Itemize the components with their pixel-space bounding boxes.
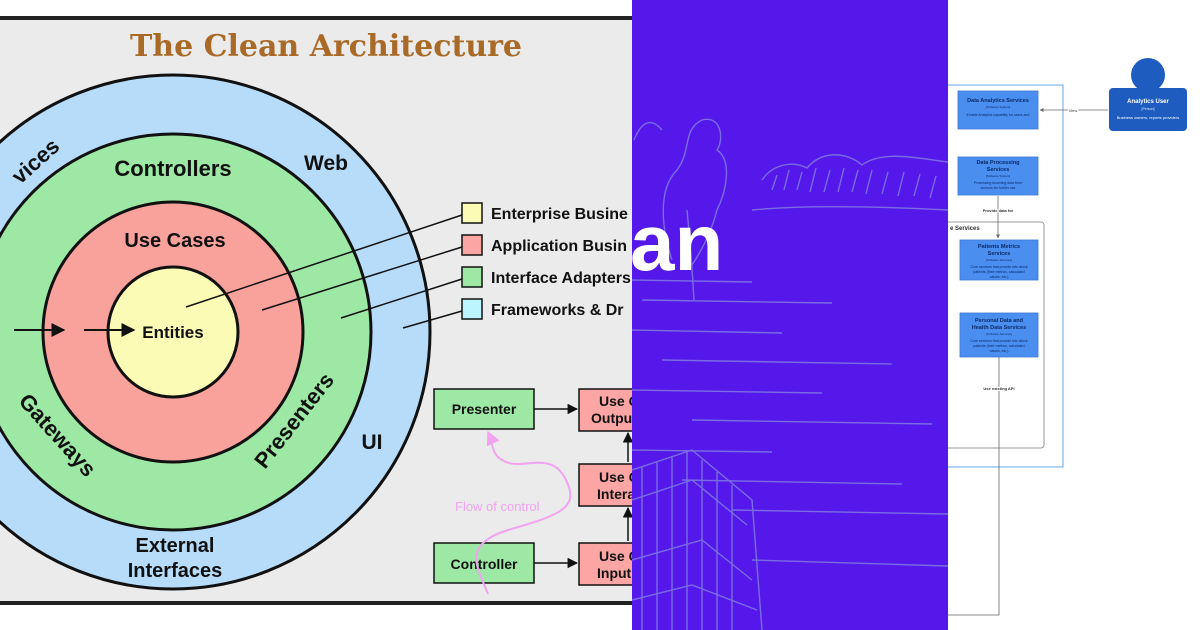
data-processing-title-1: Data Processing (976, 160, 1019, 166)
legend-leader-4 (402, 310, 463, 329)
ring-label-entities: Entities (142, 323, 203, 342)
controller-label: Controller (451, 556, 518, 572)
data-processing-desc-1: Processing incoming data from (974, 181, 1022, 185)
core-services-boundary (948, 221, 1045, 449)
core-services-boundary-label: e Services (950, 226, 980, 232)
analytics-user-type: [Person] (1141, 107, 1154, 111)
flow-of-control-path (475, 430, 572, 595)
patients-metrics-title-2: Services (988, 251, 1011, 257)
patients-metrics-desc-3: values, etc.) (990, 275, 1009, 279)
use-case-interactor-box (578, 463, 632, 507)
clean-architecture-diagram: The Clean Architecture vices Web UI Exte… (0, 16, 632, 605)
ring-label-ui: UI (362, 431, 383, 454)
personal-data-desc-1: Core services that provide info about (970, 339, 1027, 343)
ring-label-external-2: Interfaces (128, 560, 223, 582)
data-analytics-desc: Enable Analytics capability for users an… (967, 113, 1030, 117)
use-case-input-label-1: Use C (599, 548, 632, 564)
patients-metrics-desc-1: Core services that provide info about (970, 265, 1027, 269)
legend-label-application: Application Busin (491, 238, 627, 255)
analytics-user-desc: Business owners, reports providers (1117, 115, 1179, 120)
use-case-output-label-2: Outpu (591, 410, 632, 426)
personal-data-desc-2: patients (their metrics, calculated (973, 344, 1024, 348)
presenter-label: Presenter (452, 401, 517, 417)
edge-use-existing-api-label: Use existing API (983, 386, 1014, 391)
clean-architecture-panel: The Clean Architecture vices Web UI Exte… (0, 16, 632, 605)
legend-leader-3 (340, 278, 463, 319)
data-analytics-type: [Software System] (986, 105, 1011, 109)
personal-data-type: [Software Services] (986, 332, 1012, 336)
legend-swatch-application (461, 234, 483, 256)
analytics-user-icon (1131, 58, 1165, 92)
analytics-user-title: Analytics User (1127, 99, 1169, 105)
legend-leader-2 (261, 246, 463, 311)
banner-background (632, 0, 948, 630)
ring-label-external-1: External (136, 535, 215, 557)
edge-provide-data-label: Provide data for (983, 208, 1014, 213)
diagram-title: The Clean Architecture (130, 29, 522, 64)
analytics-user-box (1109, 88, 1187, 131)
edge-use-existing-api (948, 357, 1000, 616)
data-analytics-box (957, 90, 1039, 130)
use-case-input-box (578, 542, 632, 586)
flow-of-control-label: Flow of control (455, 499, 540, 514)
system-boundary (948, 84, 1064, 468)
use-case-interactor-label-2: Intera (597, 486, 632, 502)
c4-diagram: e Services Analytics User [Person] Busin… (948, 58, 1187, 616)
legend-label-enterprise: Enterprise Busine (491, 206, 628, 223)
use-case-output-label-1: Use C (599, 393, 632, 409)
banner-illustration: an (632, 0, 948, 630)
use-case-interactor-label-1: Use C (599, 469, 632, 485)
data-processing-type: [Software System] (986, 174, 1011, 178)
ring-label-controllers: Controllers (114, 156, 231, 181)
river-sketch (632, 118, 948, 630)
legend-label-interface: Interface Adapters (491, 270, 631, 287)
data-analytics-title: Data Analytics Services (967, 98, 1029, 104)
banner-text: an (632, 198, 723, 287)
legend-leader-1 (185, 214, 463, 308)
ring-label-web: Web (304, 152, 348, 175)
personal-data-desc-3: values, etc.) (990, 349, 1009, 353)
personal-data-box (959, 312, 1039, 358)
data-processing-desc-2: sensors for further use (980, 186, 1015, 190)
entities-core (106, 265, 240, 399)
patients-metrics-title-1: Patients Metrics (978, 244, 1020, 250)
c4-diagram-panel: e Services Analytics User [Person] Busin… (948, 0, 1200, 630)
legend-swatch-frameworks (461, 298, 483, 320)
data-processing-box (957, 156, 1039, 196)
banner-panel: an (632, 0, 948, 630)
legend-swatch-enterprise (461, 202, 483, 224)
patients-metrics-type: [Software Services] (986, 258, 1012, 262)
edge-view-label: View (1069, 108, 1078, 113)
personal-data-title-2: Health Data Services (972, 325, 1026, 331)
data-processing-title-2: Services (987, 167, 1010, 173)
use-case-output-box (578, 388, 632, 432)
ring-label-use-cases: Use Cases (124, 230, 225, 252)
legend-label-frameworks: Frameworks & Dr (491, 302, 624, 319)
use-case-input-label-2: Input (597, 565, 632, 581)
patients-metrics-box (959, 239, 1039, 281)
patients-metrics-desc-2: patients (their metrics, calculated (973, 270, 1024, 274)
legend-swatch-interface (461, 266, 483, 288)
personal-data-title-1: Personal Data and (975, 318, 1023, 324)
